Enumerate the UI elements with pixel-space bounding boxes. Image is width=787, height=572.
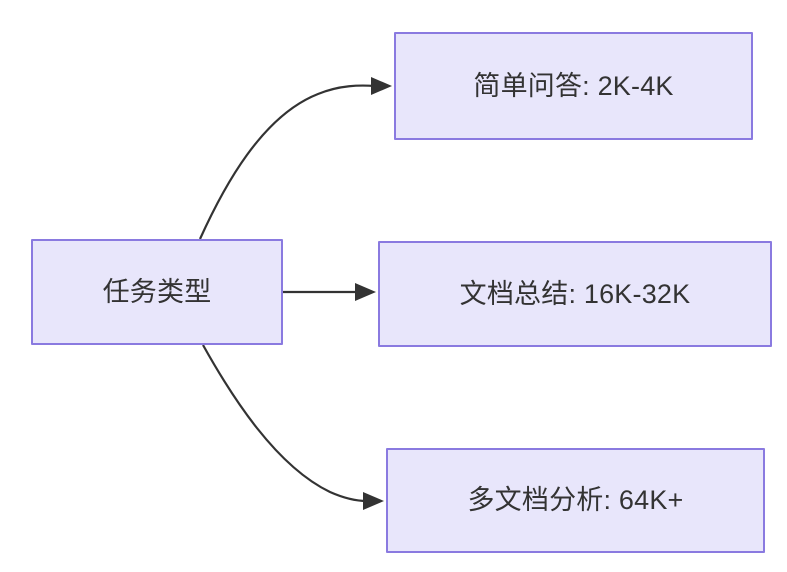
edge-root-to-doc-summary xyxy=(283,283,376,301)
node-simple-qa[interactable]: 简单问答: 2K-4K xyxy=(394,32,753,140)
node-doc-summary[interactable]: 文档总结: 16K-32K xyxy=(378,241,772,347)
node-root-label: 任务类型 xyxy=(102,276,212,307)
edge-root-to-multi-doc xyxy=(202,344,384,510)
arrowhead-doc-summary-icon xyxy=(355,283,376,301)
edge-root-to-simple-qa xyxy=(198,77,392,240)
edge-root-to-multi-doc-path xyxy=(202,344,368,503)
node-doc-summary-label: 文档总结: 16K-32K xyxy=(459,278,691,309)
node-multi-doc-label: 多文档分析: 64K+ xyxy=(467,485,684,516)
arrowhead-simple-qa-icon xyxy=(371,77,392,95)
node-multi-doc[interactable]: 多文档分析: 64K+ xyxy=(386,448,765,553)
edge-root-to-simple-qa-path xyxy=(198,84,376,240)
node-simple-qa-label: 简单问答: 2K-4K xyxy=(473,70,674,101)
arrowhead-multi-doc-icon xyxy=(363,492,384,510)
node-root-task-type[interactable]: 任务类型 xyxy=(31,239,283,345)
